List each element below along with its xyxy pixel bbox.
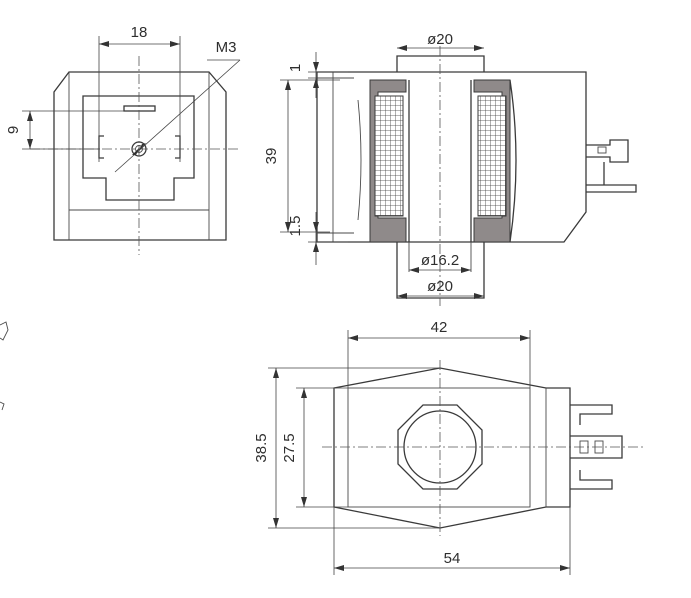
- dim-total-width-54: 54: [444, 550, 461, 567]
- front-connector-pocket: [82, 95, 195, 201]
- dim-gap-top-1: 1: [287, 64, 304, 72]
- right-coil-winding: [477, 95, 507, 217]
- dim-bore-top-d20: ø20: [427, 31, 453, 48]
- dim-front-offset-9: 9: [5, 126, 22, 134]
- dim-gap-bottom-1-5: 1.5: [287, 216, 304, 237]
- left-coil-winding: [374, 95, 404, 217]
- side-connector-pin-lower: [586, 184, 637, 193]
- front-view: 18 M3 9: [5, 24, 241, 255]
- side-view: ø20 1 39 1.5 ø16.2 ø20: [263, 31, 637, 306]
- dim-inner-height-27-5: 27.5: [281, 433, 298, 462]
- side-connector-pin-upper: [586, 139, 629, 163]
- top-connector-pin-middle: [570, 435, 623, 459]
- dim-front-width-18: 18: [131, 24, 148, 41]
- dim-inner-bore-d16-2: ø16.2: [421, 252, 459, 269]
- dim-thread-m3: M3: [216, 39, 237, 56]
- dim-bore-bottom-d20: ø20: [427, 278, 453, 295]
- dim-height-39: 39: [263, 148, 280, 165]
- dim-body-width-42: 42: [431, 319, 448, 336]
- top-connector-pin-upper: [570, 404, 613, 425]
- edge-artifacts: [0, 321, 9, 411]
- top-connector-pin-lower: [570, 470, 613, 490]
- octagon-nut: [397, 404, 483, 490]
- top-outer-body: [333, 367, 571, 529]
- side-outer-body: [316, 71, 587, 243]
- top-view: 42 54 38.5 27.5: [253, 319, 644, 575]
- dim-outer-height-38-5: 38.5: [253, 433, 270, 462]
